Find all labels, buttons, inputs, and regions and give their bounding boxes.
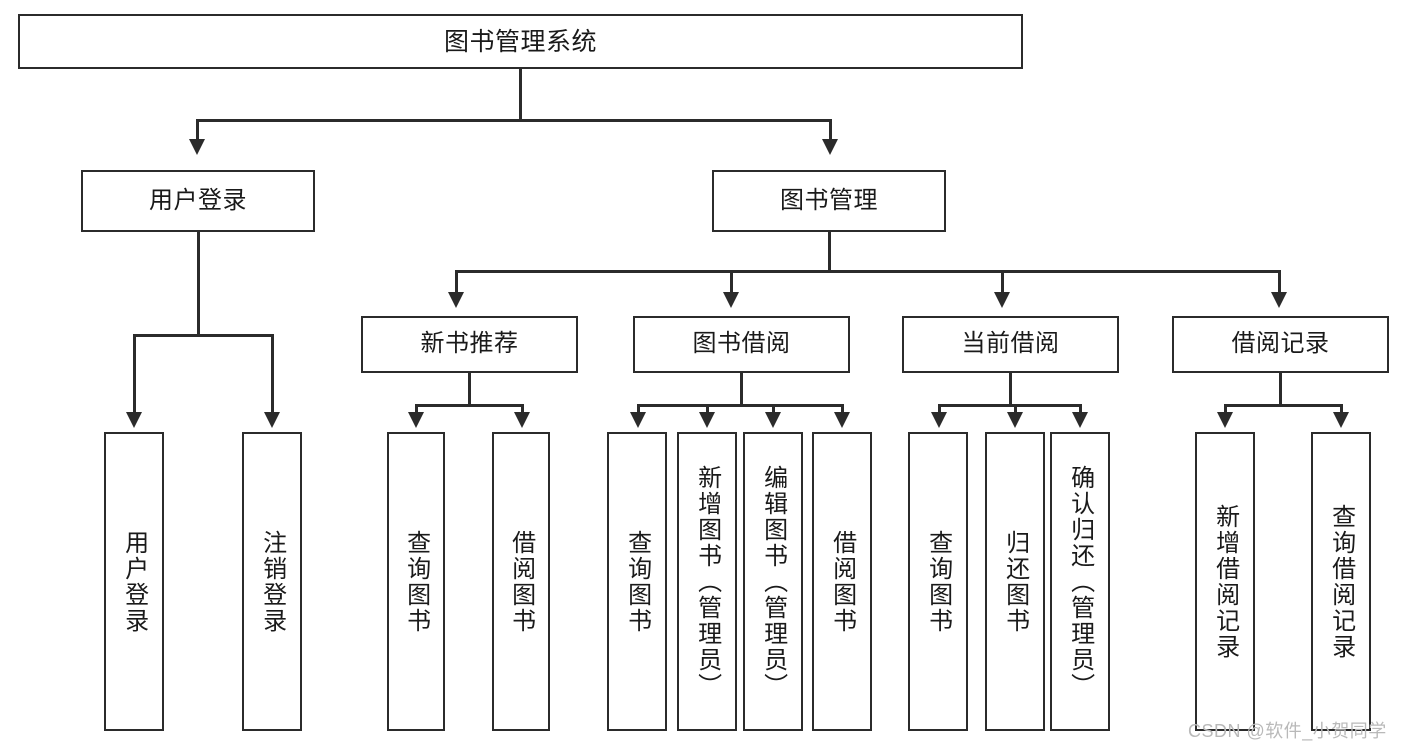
connector-borrow-record-stem: [1279, 373, 1282, 406]
arrowhead-current-borrow-leaf-3: [1072, 412, 1088, 428]
node-book-borrow-label: 图书借阅: [692, 330, 791, 358]
leaf-user-login-label: 用户登录: [120, 529, 148, 634]
leaf-edit-book-admin[interactable]: 编辑图书（管理员）: [743, 432, 803, 731]
connector-leaf-logout: [271, 334, 274, 420]
arrowhead-current-borrow-leaf-2: [1007, 412, 1023, 428]
leaf-edit-book-admin-label: 编辑图书（管理员）: [759, 464, 787, 699]
arrowhead-new-book: [448, 292, 464, 308]
leaf-borrow-book-recommend-label: 借阅图书: [507, 529, 535, 634]
node-borrow-record-label: 借阅记录: [1231, 330, 1330, 358]
arrowhead-current-borrow: [994, 292, 1010, 308]
node-user-login[interactable]: 用户登录: [81, 170, 315, 232]
leaf-query-book-current[interactable]: 查询图书: [908, 432, 968, 731]
connector-to-borrow-record: [1278, 270, 1281, 300]
leaf-confirm-return-admin[interactable]: 确认归还（管理员）: [1050, 432, 1110, 731]
leaf-return-book[interactable]: 归还图书: [985, 432, 1045, 731]
arrowhead-book-mgmt: [822, 139, 838, 155]
node-root[interactable]: 图书管理系统: [18, 14, 1023, 69]
connector-user-login-bus: [133, 334, 274, 337]
connector-current-borrow-bus: [938, 404, 1081, 407]
arrowhead-user-login: [189, 139, 205, 155]
node-current-borrow[interactable]: 当前借阅: [902, 316, 1119, 373]
arrowhead-book-borrow-leaf-4: [834, 412, 850, 428]
arrowhead-book-borrow-leaf-1: [630, 412, 646, 428]
arrowhead-book-borrow-leaf-3: [765, 412, 781, 428]
connector-to-user-login: [196, 119, 199, 147]
leaf-add-borrow-record-label: 新增借阅记录: [1211, 503, 1239, 660]
leaf-query-book-current-label: 查询图书: [924, 529, 952, 634]
leaf-confirm-return-admin-label: 确认归还（管理员）: [1066, 464, 1094, 699]
connector-to-current-borrow: [1001, 270, 1004, 300]
connector-leaf-user-login: [133, 334, 136, 420]
connector-root-stem: [519, 69, 522, 121]
leaf-query-book-recommend-label: 查询图书: [402, 529, 430, 634]
connector-level3-bus: [455, 270, 1281, 273]
node-book-management-label: 图书管理: [780, 186, 878, 214]
connector-new-book-stem: [468, 373, 471, 406]
arrowhead-current-borrow-leaf-1: [931, 412, 947, 428]
arrowhead-book-borrow-leaf-2: [699, 412, 715, 428]
arrowhead-new-book-leaf-1: [408, 412, 424, 428]
node-book-borrow[interactable]: 图书借阅: [633, 316, 850, 373]
leaf-logout-login[interactable]: 注销登录: [242, 432, 302, 731]
leaf-logout-login-label: 注销登录: [258, 529, 286, 634]
leaf-add-borrow-record[interactable]: 新增借阅记录: [1195, 432, 1255, 731]
connector-level2-bus: [196, 119, 832, 122]
arrowhead-book-borrow: [723, 292, 739, 308]
node-new-book-recommend-label: 新书推荐: [420, 330, 519, 358]
leaf-user-login[interactable]: 用户登录: [104, 432, 164, 731]
arrowhead-leaf-logout: [264, 412, 280, 428]
node-new-book-recommend[interactable]: 新书推荐: [361, 316, 578, 373]
arrowhead-borrow-record-leaf-1: [1217, 412, 1233, 428]
connector-borrow-record-bus: [1224, 404, 1342, 407]
leaf-add-book-admin-label: 新增图书（管理员）: [693, 464, 721, 699]
leaf-borrow-book[interactable]: 借阅图书: [812, 432, 872, 731]
leaf-borrow-book-recommend[interactable]: 借阅图书: [492, 432, 550, 731]
leaf-return-book-label: 归还图书: [1001, 529, 1029, 634]
leaf-query-borrow-record-label: 查询借阅记录: [1327, 503, 1355, 660]
connector-to-book-mgmt: [829, 119, 832, 147]
leaf-query-book-borrow-label: 查询图书: [623, 529, 651, 634]
arrowhead-borrow-record: [1271, 292, 1287, 308]
leaf-query-book-recommend[interactable]: 查询图书: [387, 432, 445, 731]
leaf-add-book-admin[interactable]: 新增图书（管理员）: [677, 432, 737, 731]
arrowhead-new-book-leaf-2: [514, 412, 530, 428]
connector-to-book-borrow: [730, 270, 733, 300]
connector-user-login-stem: [197, 232, 200, 336]
connector-current-borrow-stem: [1009, 373, 1012, 406]
node-book-management[interactable]: 图书管理: [712, 170, 946, 232]
connector-book-mgmt-stem: [828, 232, 831, 272]
arrowhead-borrow-record-leaf-2: [1333, 412, 1349, 428]
node-root-label: 图书管理系统: [443, 27, 597, 56]
node-borrow-record[interactable]: 借阅记录: [1172, 316, 1389, 373]
node-user-login-label: 用户登录: [149, 186, 247, 214]
arrowhead-leaf-user-login: [126, 412, 142, 428]
connector-to-new-book: [455, 270, 458, 300]
connector-new-book-bus: [415, 404, 523, 407]
leaf-query-borrow-record[interactable]: 查询借阅记录: [1311, 432, 1371, 731]
connector-book-borrow-stem: [740, 373, 743, 406]
node-current-borrow-label: 当前借阅: [961, 330, 1060, 358]
leaf-query-book-borrow[interactable]: 查询图书: [607, 432, 667, 731]
connector-book-borrow-bus: [637, 404, 844, 407]
leaf-borrow-book-label: 借阅图书: [828, 529, 856, 634]
